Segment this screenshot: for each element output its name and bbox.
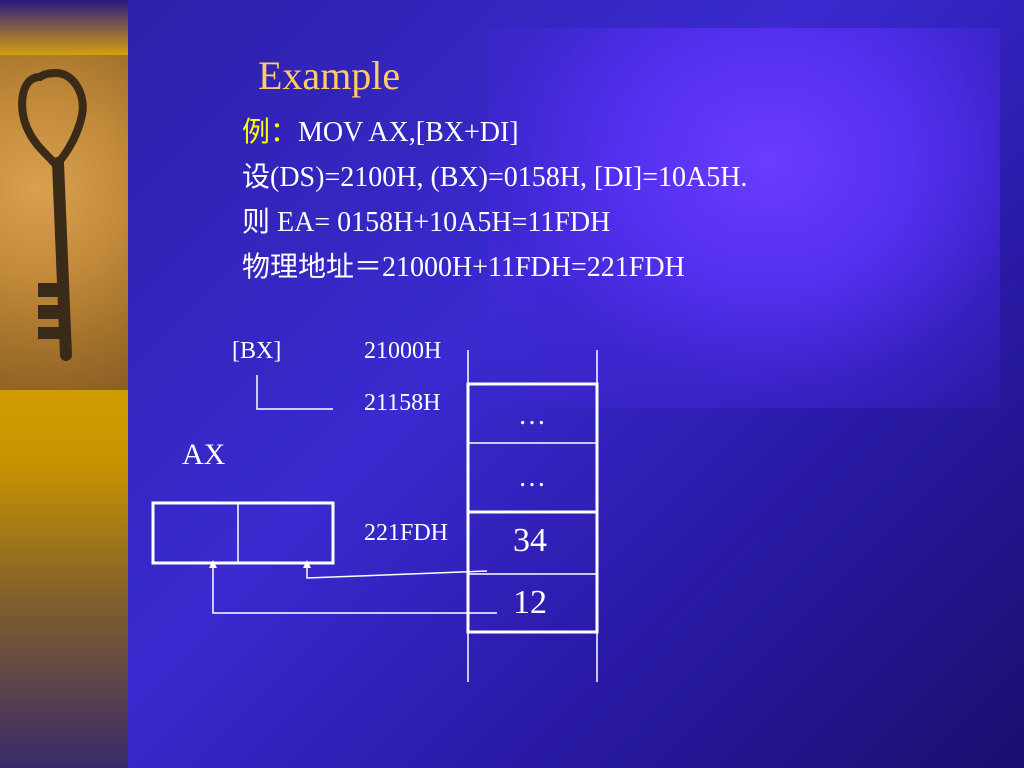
memory-cell: 34 (513, 522, 547, 559)
address-label: 221FDH (364, 520, 449, 546)
physical-address-line: 物理地址＝21000H+11FDH=221FDH (242, 252, 685, 283)
bx-label: [BX] (232, 338, 282, 364)
bx-bracket (256, 375, 333, 410)
ax-register-box (151, 501, 335, 565)
high-byte-arrow (212, 566, 497, 614)
effective-address-line: 则 EA= 0158H+10A5H=11FDH (242, 207, 611, 238)
register-values-line: 设(DS)=2100H, (BX)=0158H, [DI]=10A5H. (242, 162, 748, 193)
example-prefix: 例： (242, 117, 299, 148)
low-byte-arrow (306, 566, 488, 579)
memory-block (466, 382, 599, 634)
background-glow (488, 28, 1000, 408)
key-icon (18, 68, 87, 361)
address-label: 21000H (364, 338, 442, 364)
memory-cell: … (518, 462, 546, 493)
ax-label: AX (182, 438, 226, 471)
slide-title: Example (258, 53, 401, 98)
memory-cell: … (518, 400, 546, 431)
memory-cell: 12 (513, 584, 547, 621)
instruction-line: 例：MOV AX,[BX+DI] (242, 110, 519, 150)
address-label: 21158H (364, 390, 441, 416)
instruction-text: MOV AX,[BX+DI] (298, 117, 519, 148)
key-image (0, 55, 128, 390)
